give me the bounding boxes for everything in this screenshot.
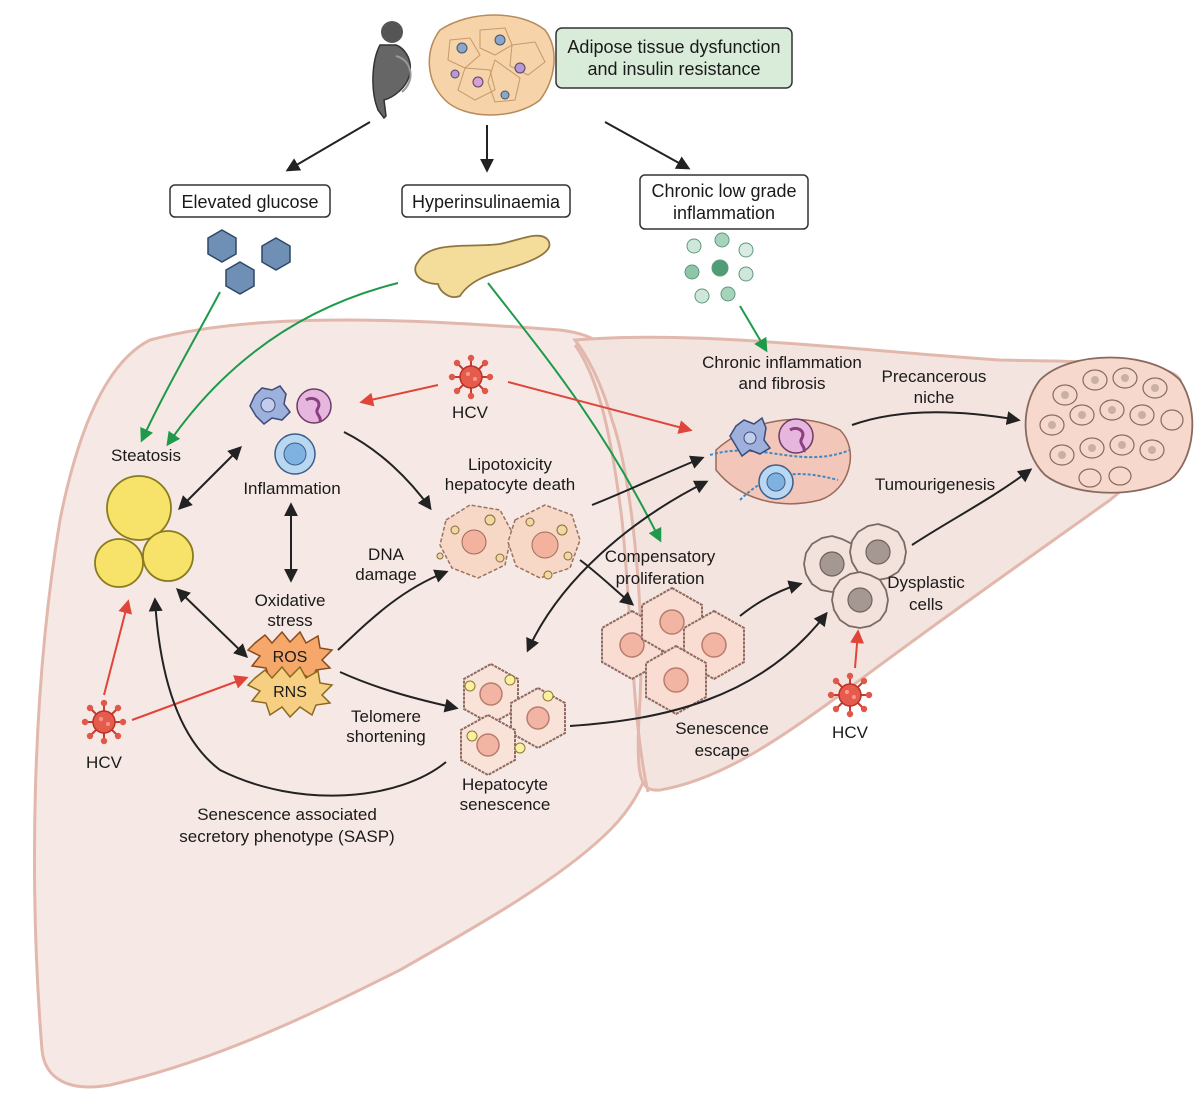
chronic-inflammation-label-line2: and fibrosis — [739, 374, 826, 393]
dna-label-line2: damage — [355, 565, 416, 584]
hcv-left-label: HCV — [86, 753, 123, 772]
inflammation-label: Inflammation — [243, 479, 340, 498]
immune-cell-icon — [249, 385, 332, 475]
arrow-dysplastic-tumour — [911, 468, 1033, 546]
arrow-to-glucose — [285, 121, 371, 172]
red-arrow-hcv-steatosis — [103, 599, 132, 696]
lipotoxicity-label-line1: Lipotoxicity — [468, 455, 553, 474]
arrow-inflammation-lipotoxicity — [343, 431, 432, 511]
hcv-top-label: HCV — [452, 403, 489, 422]
green-arrow-cytokines-fibrosis — [739, 305, 768, 353]
adipose-label-line2: and insulin resistance — [587, 59, 760, 79]
tumour-mass-icon — [1024, 356, 1194, 494]
adipose-tissue-icon — [428, 14, 555, 116]
arrow-oxidative-senescence — [339, 671, 459, 713]
red-arrow-hcv-inflammation — [359, 384, 439, 407]
sasp-label-line2: secretory phenotype (SASP) — [179, 827, 394, 846]
person-silhouette-icon — [372, 21, 412, 120]
dysplastic-label-line2: cells — [909, 595, 943, 614]
telomere-label-line2: shortening — [346, 727, 425, 746]
fat-droplet-icon — [94, 475, 194, 588]
rns-label: RNS — [273, 684, 307, 701]
hepatocyte-senescence-label-line1: Hepatocyte — [462, 775, 548, 794]
adipose-dysfunction-box — [555, 27, 793, 89]
hyperinsulinaemia-label: Hyperinsulinaemia — [412, 192, 561, 212]
green-arrow-glucose-steatosis — [140, 291, 221, 443]
precancerous-label-line1: Precancerous — [882, 367, 987, 386]
adipose-label-line1: Adipose tissue dysfunction — [567, 37, 780, 57]
hepatocyte-senescence-label-line2: senescence — [460, 795, 551, 814]
chronic-inflammation-label-line1: Chronic inflammation — [702, 353, 862, 372]
chronic-low-grade-line2: inflammation — [673, 203, 775, 223]
chronic-low-grade-box — [639, 174, 809, 230]
red-arrow-hcv-dysplastic — [850, 629, 865, 669]
virus-icon — [80, 698, 128, 746]
glucose-box — [169, 184, 331, 218]
senescence-escape-line1: Senescence — [675, 719, 769, 738]
glucose-label: Elevated glucose — [181, 192, 318, 212]
arrow-steatosis-inflammation — [178, 446, 242, 510]
cytokine-dot-icon — [684, 232, 754, 304]
virus-icon — [826, 671, 874, 719]
hcv-right-label: HCV — [832, 723, 869, 742]
hyperinsulinaemia-box — [401, 184, 571, 218]
dysplastic-label-line1: Dysplastic — [887, 573, 965, 592]
telomere-label-line1: Telomere — [351, 707, 421, 726]
ros-label: ROS — [273, 649, 308, 666]
arrow-to-chronic-inflammation — [604, 121, 691, 170]
compensatory-label-line1: Compensatory — [605, 547, 716, 566]
arrow-proliferation-dysplastic — [739, 580, 803, 617]
hepatocyte-icon — [460, 663, 566, 776]
arrow-fibrosis-senescence — [526, 480, 709, 653]
arrow-fibrosis-tumour — [851, 411, 1021, 426]
pancreas-icon — [414, 234, 551, 298]
green-arrow-insulin-steatosis — [166, 282, 399, 447]
dna-label-line1: DNA — [368, 545, 405, 564]
arrow-senescence-escape — [569, 611, 828, 727]
arrow-oxidative-lipotoxicity — [337, 569, 449, 651]
virus-icon — [447, 353, 495, 401]
steatosis-label: Steatosis — [111, 446, 181, 465]
immune-cell-icon — [709, 416, 852, 505]
arrow-sasp-steatosis — [148, 597, 447, 797]
lipotoxicity-label-line2: hepatocyte death — [445, 475, 575, 494]
compensatory-label-line2: proliferation — [616, 569, 705, 588]
glucose-hexagon-icon — [207, 229, 291, 295]
red-arrow-hcv-fibrosis — [507, 381, 693, 434]
oxidative-label-line1: Oxidative — [255, 591, 326, 610]
arrow-steatosis-oxidative — [175, 588, 249, 658]
chronic-low-grade-line1: Chronic low grade — [651, 181, 796, 201]
ros-burst-icon — [246, 630, 334, 719]
precancerous-label-line2: niche — [914, 388, 955, 407]
senescence-escape-line2: escape — [695, 741, 750, 760]
red-arrow-hcv-ros — [131, 675, 249, 721]
tumourigenesis-label: Tumourigenesis — [875, 475, 995, 494]
sasp-label-line1: Senescence associated — [197, 805, 377, 824]
oxidative-label-line2: stress — [267, 611, 312, 630]
